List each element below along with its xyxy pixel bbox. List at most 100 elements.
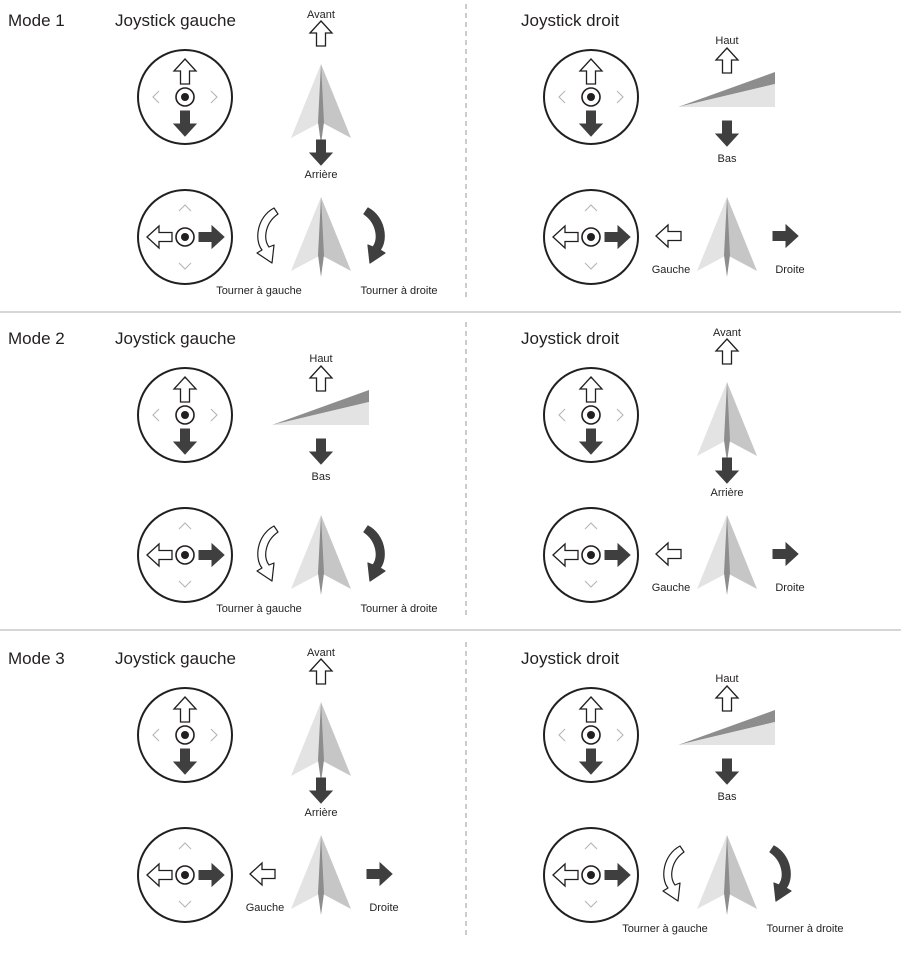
aircraft-top-view-icon (697, 515, 757, 595)
left-arrow-icon (146, 224, 173, 250)
left-arrow-icon (552, 542, 579, 568)
left-arrow-icon (552, 224, 579, 250)
stick-knob-dot-icon (181, 411, 189, 419)
joystick-vertical (137, 49, 233, 145)
right-arrow-icon (604, 542, 631, 568)
turn-left-label: Tourner à gauche (622, 923, 708, 935)
chevron-down-icon (178, 262, 192, 270)
joystick-vertical (543, 687, 639, 783)
right-arrow-icon (604, 862, 631, 888)
left-arrow-icon (146, 542, 173, 568)
aircraft-side-view-icon (678, 72, 775, 107)
aircraft-top-view-icon (697, 382, 757, 462)
mode-label: Mode 2 (8, 329, 65, 348)
aircraft-side-view-icon (678, 710, 775, 745)
aircraft-side-view-icon (272, 390, 369, 425)
chevron-right-icon (616, 408, 624, 422)
down-arrow-icon (578, 748, 604, 775)
down-arrow-icon (172, 748, 198, 775)
left-arrow-icon (146, 862, 173, 888)
left-label: Gauche (652, 264, 691, 276)
right-arrow-icon (772, 541, 799, 567)
left-label: Gauche (246, 902, 285, 914)
down-arrow-icon (172, 110, 198, 137)
mode-label: Mode 1 (8, 11, 65, 30)
up-arrow-icon (172, 58, 198, 85)
left-arrow-icon (655, 541, 682, 567)
right-label: Droite (775, 582, 804, 594)
chevron-up-icon (584, 204, 598, 212)
aircraft-top-view-icon (291, 702, 351, 782)
chevron-left-icon (152, 90, 160, 104)
aircraft-top-view-icon (291, 64, 351, 144)
stick-knob-dot-icon (181, 871, 189, 879)
joystick-horizontal (137, 189, 233, 285)
chevron-left-icon (152, 728, 160, 742)
chevron-up-icon (178, 842, 192, 850)
aircraft-top-view-icon (291, 197, 351, 277)
down-arrow-icon (578, 110, 604, 137)
up-label: Haut (715, 35, 738, 47)
up-arrow-icon (578, 696, 604, 723)
chevron-left-icon (558, 408, 566, 422)
up-arrow-icon (308, 20, 334, 47)
down-arrow-icon (308, 139, 334, 166)
joystick-vertical (543, 49, 639, 145)
down-arrow-icon (172, 428, 198, 455)
up-arrow-icon (308, 365, 334, 392)
right-label: Droite (369, 902, 398, 914)
right-arrow-icon (198, 542, 225, 568)
chevron-left-icon (152, 408, 160, 422)
rotate-right-arrow-icon (363, 525, 386, 582)
chevron-left-icon (558, 90, 566, 104)
chevron-up-icon (178, 522, 192, 530)
mode-label: Mode 3 (8, 649, 65, 668)
down-arrow-icon (308, 777, 334, 804)
joystick-horizontal (543, 189, 639, 285)
stick-knob-dot-icon (181, 93, 189, 101)
joystick-horizontal (137, 827, 233, 923)
turn-right-label: Tourner à droite (360, 603, 437, 615)
stick-label: Joystick gauche (115, 649, 236, 668)
rotate-left-arrow-icon (662, 845, 685, 902)
right-label: Droite (775, 264, 804, 276)
down-label: Bas (718, 153, 737, 165)
right-arrow-icon (366, 861, 393, 887)
up-arrow-icon (172, 696, 198, 723)
up-arrow-icon (308, 658, 334, 685)
stick-knob-dot-icon (587, 93, 595, 101)
aircraft-top-view-icon (697, 835, 757, 915)
left-arrow-icon (655, 223, 682, 249)
chevron-down-icon (178, 900, 192, 908)
chevron-down-icon (178, 580, 192, 588)
rotate-right-arrow-icon (363, 207, 386, 264)
down-arrow-icon (308, 438, 334, 465)
right-arrow-icon (772, 223, 799, 249)
up-arrow-icon (714, 338, 740, 365)
chevron-right-icon (210, 408, 218, 422)
chevron-down-icon (584, 262, 598, 270)
turn-left-label: Tourner à gauche (216, 285, 302, 297)
chevron-right-icon (616, 90, 624, 104)
stick-knob-dot-icon (587, 871, 595, 879)
chevron-up-icon (178, 204, 192, 212)
up-arrow-icon (578, 376, 604, 403)
joystick-horizontal (543, 827, 639, 923)
joystick-horizontal (543, 507, 639, 603)
chevron-left-icon (558, 728, 566, 742)
left-label: Gauche (652, 582, 691, 594)
stick-label: Joystick droit (521, 329, 620, 348)
up-arrow-icon (578, 58, 604, 85)
down-label: Bas (718, 791, 737, 803)
up-arrow-icon (172, 376, 198, 403)
stick-knob-dot-icon (587, 411, 595, 419)
chevron-right-icon (210, 90, 218, 104)
rotate-left-arrow-icon (256, 207, 279, 264)
down-label: Bas (312, 471, 331, 483)
down-arrow-icon (714, 120, 740, 147)
joystick-vertical (543, 367, 639, 463)
